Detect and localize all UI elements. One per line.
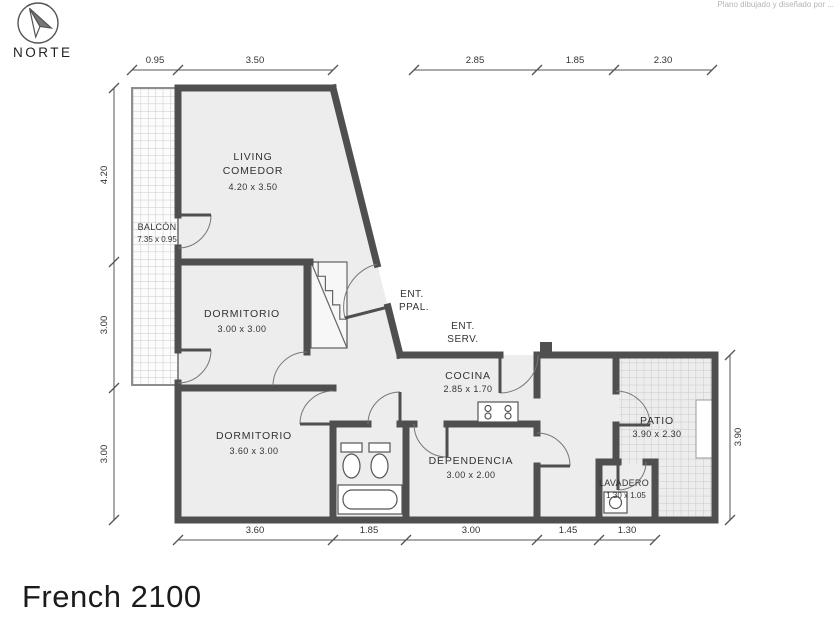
door-arcs: [177, 214, 651, 491]
door-leaves: [178, 213, 650, 490]
balcon-dims: 7.35 x 0.95: [137, 235, 177, 244]
dormitorio1-dims: 3.00 x 3.00: [218, 324, 267, 334]
living-dims: 4.20 x 3.50: [229, 182, 278, 192]
dim-bottom-4: 1.45: [559, 525, 578, 536]
dim-left-2: 3.00: [99, 316, 110, 335]
lavadero-label: LAVADERO: [599, 478, 649, 488]
stove-fixture: [477, 401, 519, 423]
walls: [174, 83, 719, 524]
north-label: NORTE: [13, 45, 73, 60]
dimension-lines: [113, 69, 731, 541]
dim-left-3: 3.00: [99, 445, 110, 464]
dim-bottom-2: 1.85: [360, 525, 379, 536]
dim-top-3: 2.85: [466, 55, 485, 66]
fixtures: [337, 401, 628, 515]
dim-top-4: 1.85: [566, 55, 585, 66]
duct-stub: [540, 342, 552, 356]
dim-top-5: 2.30: [654, 55, 673, 66]
dormitorio2-label: DORMITORIO: [216, 430, 292, 442]
patio-dims: 3.90 x 2.30: [633, 429, 682, 439]
dim-right-1: 3.90: [733, 428, 744, 447]
dim-bottom-5: 1.30: [618, 525, 637, 536]
apartment-floor: [178, 88, 715, 520]
dependencia-label: DEPENDENCIA: [429, 455, 514, 467]
dormitorio2-dims: 3.60 x 3.00: [230, 446, 279, 456]
dim-top-2: 3.50: [246, 55, 265, 66]
dimension-ticks: [108, 64, 736, 546]
bathtub-fixture: [337, 484, 403, 515]
cocina-dims: 2.85 x 1.70: [444, 384, 493, 394]
planter-fixture: [695, 399, 713, 459]
laundry-tub-fixture: [603, 491, 628, 514]
living-label-2: COMEDOR: [223, 165, 283, 177]
watermark-text: Plano dibujado y diseñado por ...: [717, 0, 834, 9]
ent-serv-label-1: ENT.: [451, 321, 475, 332]
cocina-label: COCINA: [445, 370, 491, 382]
north-compass-icon: [17, 2, 59, 44]
dim-top-1: 0.95: [146, 55, 165, 66]
lavadero-dims: 1.30 x 1.05: [606, 491, 646, 500]
dependencia-dims: 3.00 x 2.00: [447, 470, 496, 480]
dim-left-1: 4.20: [99, 166, 110, 185]
toilet-fixture: [340, 442, 363, 479]
stairs: [310, 261, 348, 349]
balcony-hatch: [131, 87, 179, 386]
dim-bottom-3: 3.00: [462, 525, 481, 536]
ent-ppal-label-1: ENT.: [400, 289, 424, 300]
ent-ppal-label-2: PPAL.: [399, 302, 429, 313]
patio-label: PATIO: [640, 415, 674, 427]
dim-bottom-1: 3.60: [246, 525, 265, 536]
dormitorio1-label: DORMITORIO: [204, 308, 280, 320]
balcon-label: BALCÓN: [138, 222, 177, 232]
bidet-fixture: [368, 442, 391, 479]
living-label-1: LIVING: [233, 151, 272, 163]
page-title: French 2100: [22, 579, 202, 614]
ent-serv-label-2: SERV.: [447, 334, 478, 345]
